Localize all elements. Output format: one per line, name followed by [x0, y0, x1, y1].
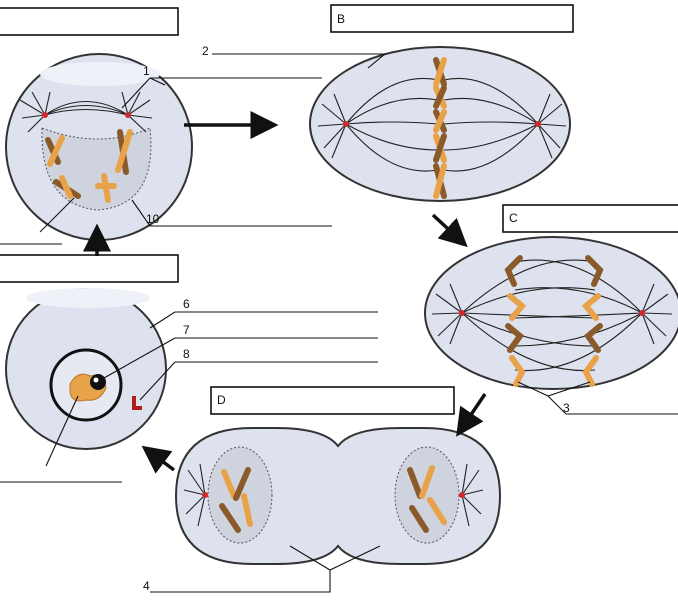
stage-box-c[interactable]: C	[502, 204, 678, 233]
arrow-to-interphase	[141, 445, 176, 474]
part-number-7: 7	[183, 323, 190, 337]
prophase-chromosomes	[45, 129, 133, 203]
leader-1a	[121, 77, 151, 109]
leader-1b	[149, 77, 166, 86]
anaphase-chromosomes	[504, 255, 604, 387]
part-number-1: 1	[143, 64, 150, 78]
part-number-2: 2	[202, 44, 209, 58]
centrosome-right-metaphase	[535, 121, 541, 127]
leader-chromatin	[45, 395, 79, 467]
leader-8	[139, 361, 176, 401]
leader-6	[149, 311, 176, 329]
leader-3a	[517, 381, 549, 397]
cell-metaphase	[309, 46, 571, 202]
centrosome-left-telophase	[202, 492, 208, 498]
cell-prophase	[5, 53, 193, 241]
nucleolus	[90, 374, 106, 390]
leader-prophase-left	[39, 197, 75, 233]
leader-3b	[547, 381, 591, 397]
part-number-8: 8	[183, 347, 190, 361]
centrosome-left-prophase	[42, 112, 48, 118]
anaphase-spindle-fibers	[431, 259, 673, 372]
part-number-3: 3	[563, 401, 570, 415]
leader-2	[367, 53, 386, 69]
centrosome-right-telophase	[459, 492, 465, 498]
stage-box-c-text: C	[509, 211, 518, 225]
stage-box-a[interactable]	[0, 7, 179, 36]
cell-interphase	[5, 288, 167, 450]
answer-line-4	[150, 570, 331, 593]
answer-line-10	[131, 199, 332, 227]
telophase-chromosomes	[219, 465, 447, 533]
leader-4a	[289, 545, 331, 571]
label-lines	[0, 53, 678, 593]
part-number-4: 4	[143, 579, 150, 593]
stage-box-d[interactable]: D	[210, 386, 455, 415]
centrosome-left-anaphase	[459, 310, 465, 316]
part-number-10: 10	[146, 212, 160, 226]
cell-anaphase	[424, 236, 678, 390]
centriole-pair	[132, 396, 142, 410]
answer-line-3	[547, 395, 678, 415]
stage-box-e[interactable]	[0, 254, 179, 283]
leader-4b	[329, 545, 381, 571]
part-number-6: 6	[183, 297, 190, 311]
stage-box-b-text: B	[337, 12, 345, 26]
leader-7	[103, 337, 176, 379]
arrow-to-telophase	[456, 393, 487, 437]
stage-box-d-text: D	[217, 393, 226, 407]
metaphase-chromosomes	[433, 57, 447, 199]
cell-telophase	[174, 427, 502, 565]
metaphase-spindle-fibers	[317, 77, 567, 172]
prophase-spindle-fibers	[19, 91, 153, 133]
centrosome-left-metaphase	[343, 121, 349, 127]
arrow-to-anaphase	[431, 213, 468, 248]
stage-box-b[interactable]: B	[330, 4, 574, 33]
centrosome-right-prophase	[125, 112, 131, 118]
centrosome-right-anaphase	[639, 310, 645, 316]
telophase-spindle-fibers	[183, 463, 484, 527]
